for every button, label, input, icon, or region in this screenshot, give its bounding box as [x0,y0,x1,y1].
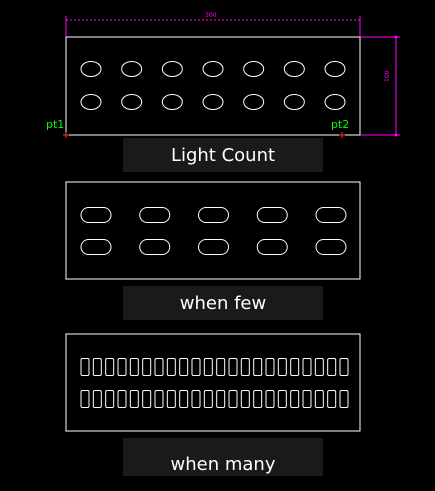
caption-light-count: Light Count [123,138,323,172]
slot-2-r1-c5 [315,207,347,223]
caption-when-few: when few [123,286,323,320]
slot-3-r2-c15 [253,390,263,408]
panel-2-outline [65,181,361,280]
slot-3-r2-c18 [290,390,300,408]
slot-1-r2-c7 [324,94,346,110]
slot-3-r1-c5 [129,358,139,376]
slot-3-r1-c16 [265,358,275,376]
slot-1-r1-c2 [121,61,143,77]
pt2-marker [339,132,345,138]
slot-3-r2-c20 [314,390,324,408]
slot-3-r2-c16 [265,390,275,408]
slot-3-r1-c6 [142,358,152,376]
slot-3-r2-c3 [105,390,115,408]
slot-3-r2-c8 [166,390,176,408]
slot-2-r1-c3 [198,207,229,223]
slot-3-r2-c9 [179,390,189,408]
slot-3-r1-c18 [290,358,300,376]
slot-1-r1-c7 [324,61,346,77]
caption-light-count-text: Light Count [170,144,276,166]
slot-1-r2-c3 [161,94,183,110]
caption-when-many-text: when many [170,454,276,475]
width-dimension-label: 300 [205,12,217,19]
slot-3-r1-c4 [117,358,127,376]
slot-2-r1-c1 [80,207,112,223]
caption-when-few-text: when few [179,292,267,314]
slot-3-r2-c12 [216,390,226,408]
slot-2-r2-c4 [256,239,288,255]
slot-3-r2-c6 [142,390,152,408]
slot-3-r1-c10 [191,358,201,376]
slot-3-r1-c22 [339,358,349,376]
slot-3-r2-c10 [191,390,201,408]
slot-3-r1-c11 [203,358,213,376]
slot-3-r2-c1 [80,390,90,408]
panel-1-outline [65,36,361,136]
slot-3-r1-c8 [166,358,176,376]
slot-3-r1-c19 [302,358,312,376]
slot-3-r2-c11 [203,390,213,408]
pt1-label: pt1 [46,118,65,131]
slot-3-r2-c22 [339,390,349,408]
slot-3-r2-c5 [129,390,139,408]
slot-1-r2-c1 [80,94,102,110]
slot-2-r1-c4 [256,207,288,223]
panel-3-slots [80,358,349,408]
slot-1-r1-c4 [202,61,224,77]
slot-1-r2-c6 [283,94,305,110]
slot-3-r2-c21 [327,390,337,408]
width-dimension [65,16,361,36]
slot-1-r2-c4 [202,94,224,110]
slot-3-r1-c15 [253,358,263,376]
slot-3-r1-c7 [154,358,164,376]
slot-3-r1-c20 [314,358,324,376]
slot-1-r2-c2 [121,94,143,110]
slot-3-r1-c2 [92,358,102,376]
slot-1-r1-c6 [283,61,305,77]
panel-3-outline [65,333,361,432]
slot-1-r2-c5 [243,94,265,110]
height-dimension [342,35,400,137]
slot-2-r2-c5 [315,239,347,255]
slot-3-r1-c13 [228,358,238,376]
slot-3-r1-c12 [216,358,226,376]
slot-3-r1-c17 [277,358,287,376]
slot-1-r1-c5 [243,61,265,77]
slot-3-r1-c1 [80,358,90,376]
slot-3-r1-c14 [240,358,250,376]
slot-3-r2-c19 [302,390,312,408]
slot-3-r2-c7 [154,390,164,408]
slot-2-r2-c1 [80,239,112,255]
slot-3-r2-c14 [240,390,250,408]
panel-2-slots [80,207,347,255]
pt2-label: pt2 [331,118,350,131]
slot-2-r2-c3 [198,239,229,255]
panel-1-slots [80,61,346,110]
slot-2-r1-c2 [139,207,171,223]
slot-3-r2-c2 [92,390,102,408]
caption-when-many: when many [123,438,323,476]
slot-1-r1-c3 [161,61,183,77]
slot-2-r2-c2 [139,239,171,255]
slot-3-r1-c3 [105,358,115,376]
slot-3-r1-c9 [179,358,189,376]
slot-1-r1-c1 [80,61,102,77]
height-dimension-label: 100 [384,70,391,82]
slot-3-r1-c21 [327,358,337,376]
pt1-marker [63,132,69,138]
slot-3-r2-c17 [277,390,287,408]
slot-3-r2-c4 [117,390,127,408]
slot-3-r2-c13 [228,390,238,408]
